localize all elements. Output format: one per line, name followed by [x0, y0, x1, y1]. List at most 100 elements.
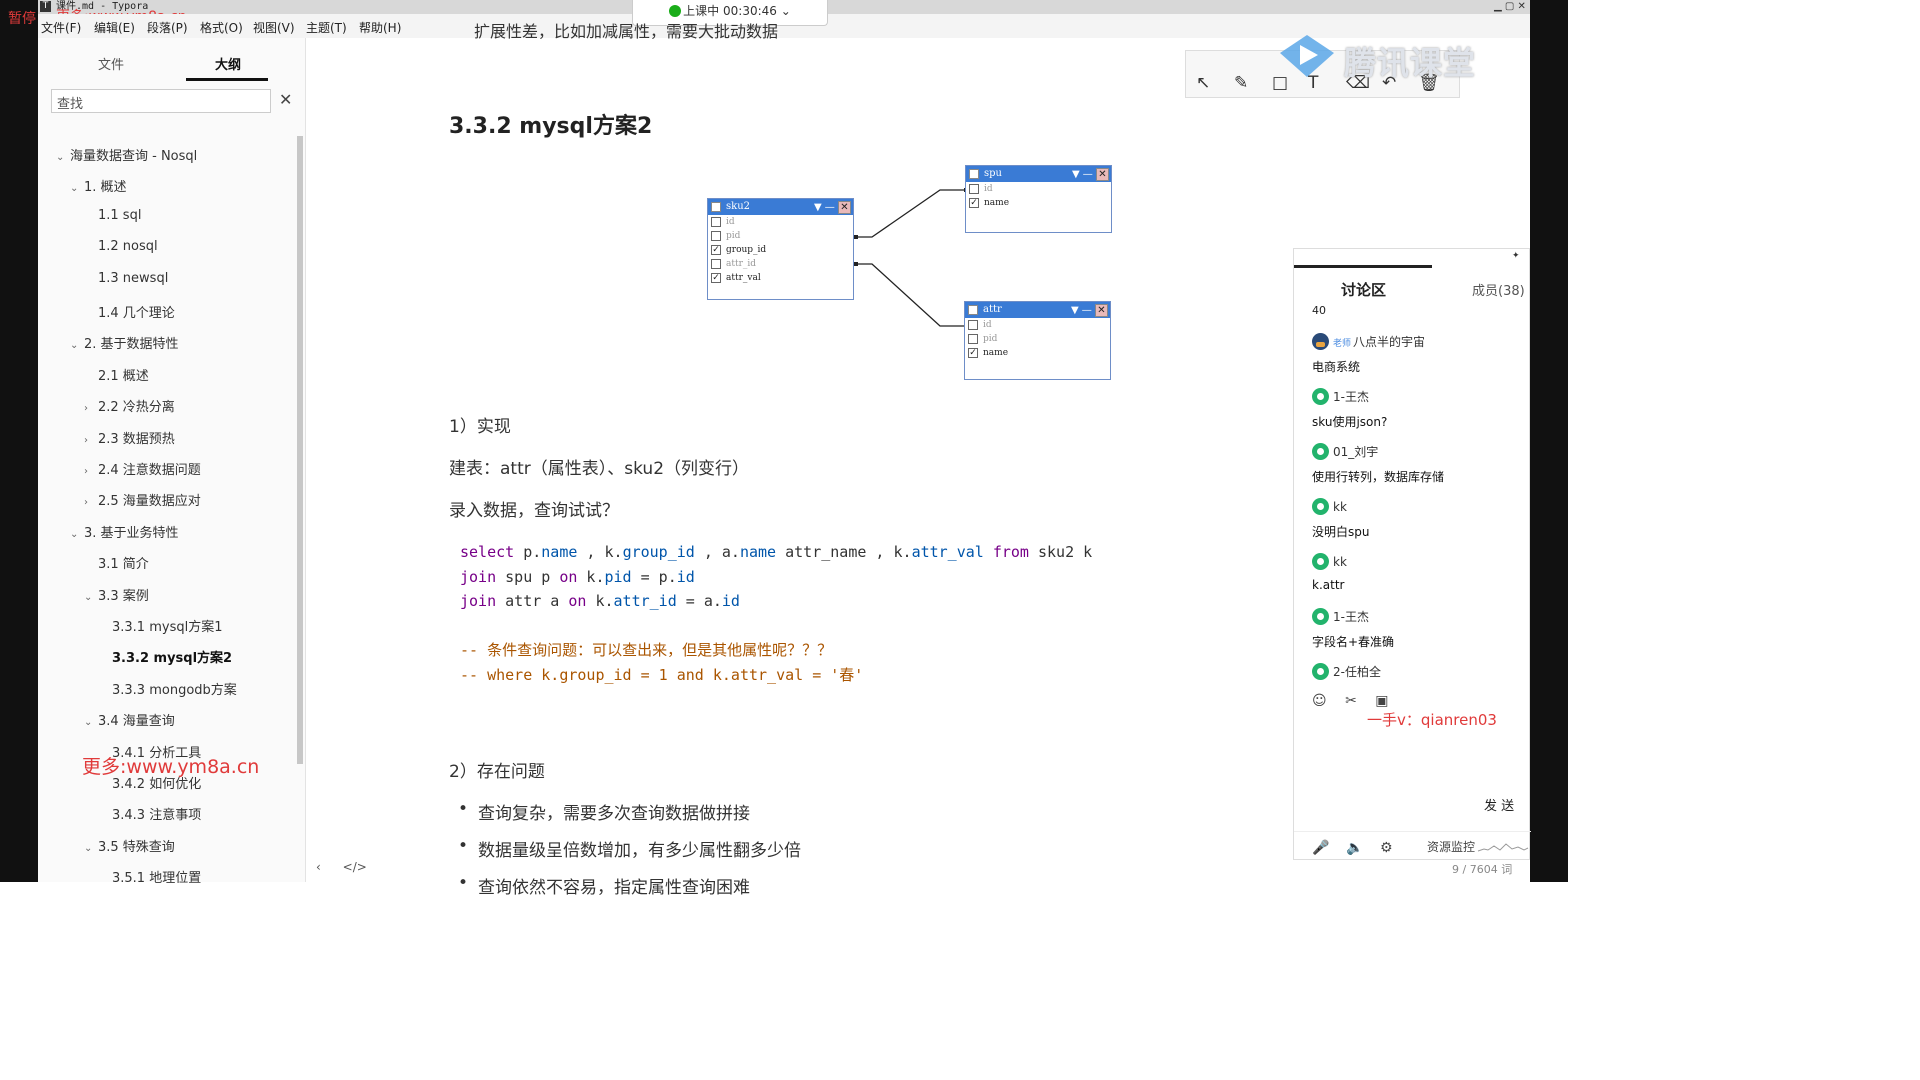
chevron-down-icon[interactable]: ⌄ — [70, 340, 79, 352]
chat-message-author[interactable]: 老师八点半的宇宙 — [1312, 333, 1425, 350]
outline-item[interactable]: ⌄1. 概述 — [70, 176, 127, 195]
chevron-down-icon[interactable]: ⌄ — [70, 528, 79, 540]
settings-icon[interactable]: ⚙ — [1380, 840, 1393, 856]
chevron-left-icon[interactable]: ‹ — [316, 860, 321, 874]
outline-item[interactable]: 1.2 nosql — [84, 239, 158, 254]
pen-icon[interactable]: ✎ — [1234, 73, 1249, 93]
pin-icon[interactable]: ✦ — [1512, 251, 1520, 261]
live-status-pill[interactable]: 上课中 00:30:46 ⌄ — [632, 0, 828, 26]
table-field[interactable]: pid — [965, 332, 1110, 346]
outline-item[interactable]: ⌄2. 基于数据特性 — [70, 333, 179, 352]
scissors-icon[interactable]: ✂ — [1345, 693, 1357, 709]
table-field[interactable]: id — [708, 215, 853, 229]
pointer-icon[interactable]: ↖ — [1196, 73, 1211, 93]
outline-item[interactable]: ›2.4 注意数据问题 — [84, 459, 201, 478]
checked-checkbox[interactable]: ✓ — [711, 245, 721, 255]
members-tab[interactable]: 成员(38) — [1472, 284, 1525, 299]
window-controls[interactable]: ▁ ▢ ✕ — [1494, 1, 1526, 12]
outline-item[interactable]: 3.3.2 mysql方案2 — [98, 647, 232, 666]
sql-code-block[interactable]: select p.name , k.group_id , a.name attr… — [460, 543, 1093, 684]
outline-item[interactable]: 3.3.3 mongodb方案 — [98, 679, 237, 698]
table-field[interactable]: ✓name — [965, 346, 1110, 360]
checked-checkbox[interactable]: ✓ — [711, 273, 721, 283]
tab-outline[interactable]: 大纲 — [215, 58, 242, 73]
outline-item[interactable]: 1.1 sql — [84, 208, 141, 223]
table-field[interactable]: pid — [708, 229, 853, 243]
table-field[interactable]: id — [966, 182, 1111, 196]
outline-search-input[interactable]: 查找 — [51, 89, 271, 113]
microphone-icon[interactable]: 🎤 — [1312, 840, 1330, 856]
table-field[interactable]: ✓attr_val — [708, 271, 853, 285]
unchecked-checkbox[interactable] — [968, 320, 978, 330]
outline-item[interactable]: ›2.5 海量数据应对 — [84, 490, 201, 509]
close-icon[interactable]: ✕ — [279, 90, 293, 109]
menu-format[interactable]: 格式(O) — [200, 21, 243, 35]
source-code-icon[interactable]: </> — [342, 860, 367, 874]
text-icon[interactable]: T — [1308, 73, 1319, 93]
undo-icon[interactable]: ↶ — [1382, 73, 1397, 93]
table-field[interactable]: attr_id — [708, 257, 853, 271]
outline-item[interactable]: 3.4.3 注意事项 — [98, 804, 201, 823]
trash-icon[interactable]: 🗑 — [1418, 73, 1440, 93]
chat-message-author[interactable]: kk — [1312, 553, 1347, 570]
table-field[interactable]: id — [965, 318, 1110, 332]
unchecked-checkbox[interactable] — [711, 231, 721, 241]
menu-theme[interactable]: 主题(T) — [306, 21, 347, 35]
outline-item[interactable]: 3.5.1 地理位置 — [98, 867, 201, 886]
menu-file[interactable]: 文件(F) — [41, 21, 82, 35]
outline-item[interactable]: 3.1 简介 — [84, 553, 149, 572]
checked-checkbox[interactable]: ✓ — [968, 348, 978, 358]
send-button[interactable]: 发 送 — [1484, 799, 1515, 814]
table-field[interactable]: ✓name — [966, 196, 1111, 210]
chevron-down-icon[interactable]: ⌄ — [84, 591, 93, 603]
speaker-icon[interactable]: 🔈 — [1346, 840, 1364, 856]
outline-item[interactable]: ⌄海量数据查询 - Nosql — [56, 145, 197, 164]
chevron-down-icon[interactable]: ⌄ — [84, 717, 93, 729]
checked-checkbox[interactable]: ✓ — [969, 198, 979, 208]
menu-edit[interactable]: 编辑(E) — [94, 21, 135, 35]
unchecked-checkbox[interactable] — [711, 259, 721, 269]
menu-help[interactable]: 帮助(H) — [359, 21, 402, 35]
chevron-right-icon[interactable]: › — [84, 466, 88, 477]
outline-item[interactable]: 1.3 newsql — [84, 271, 168, 286]
chat-message-author[interactable]: 1-王杰 — [1312, 608, 1369, 625]
table-field[interactable]: ✓group_id — [708, 243, 853, 257]
chevron-right-icon[interactable]: › — [84, 497, 88, 509]
chat-message-author[interactable]: 2-任柏全 — [1312, 663, 1381, 680]
emoji-icon[interactable]: ☺ — [1312, 693, 1327, 709]
outline-item[interactable]: 3.4.2 如何优化 — [98, 773, 201, 792]
unchecked-checkbox[interactable] — [969, 184, 979, 194]
outline-item[interactable]: 2.1 概述 — [84, 365, 149, 384]
image-icon[interactable]: ▣ — [1375, 693, 1389, 709]
outline-item[interactable]: ⌄3.4 海量查询 — [84, 710, 175, 729]
chevron-down-icon[interactable]: ⌄ — [70, 183, 79, 195]
table-spu[interactable]: spu▼ — ✕ id✓name — [965, 165, 1112, 233]
menu-view[interactable]: 视图(V) — [253, 21, 295, 35]
chat-message-author[interactable]: 1-王杰 — [1312, 388, 1369, 405]
eraser-icon[interactable]: ⌫ — [1346, 73, 1371, 93]
discussion-title[interactable]: 讨论区 — [1341, 281, 1387, 299]
outline-item[interactable]: ⌄3.5 特殊查询 — [84, 836, 175, 855]
outline-item[interactable]: ⌄3. 基于业务特性 — [70, 522, 179, 541]
chat-message-author[interactable]: 01_刘宇 — [1312, 443, 1378, 460]
sidebar-scrollbar[interactable] — [297, 136, 303, 764]
tab-files[interactable]: 文件 — [98, 58, 125, 73]
chevron-down-icon[interactable]: ⌄ — [84, 842, 93, 854]
menu-paragraph[interactable]: 段落(P) — [147, 21, 188, 35]
outline-item[interactable]: 1.4 几个理论 — [84, 302, 175, 321]
outline-item[interactable]: 3.4.1 分析工具 — [98, 742, 201, 761]
chevron-right-icon[interactable]: › — [84, 434, 88, 446]
outline-item[interactable]: ›2.3 数据预热 — [84, 428, 175, 447]
chevron-down-icon[interactable]: ⌄ — [56, 152, 65, 163]
outline-item[interactable]: ⌄3.3 案例 — [84, 585, 149, 604]
resource-monitor[interactable]: 资源监控 — [1427, 840, 1476, 854]
chat-message-author[interactable]: kk — [1312, 498, 1347, 515]
chevron-right-icon[interactable]: › — [84, 403, 88, 415]
unchecked-checkbox[interactable] — [968, 334, 978, 344]
outline-item[interactable]: 3.3.1 mysql方案1 — [98, 616, 222, 635]
unchecked-checkbox[interactable] — [711, 217, 721, 227]
outline-item[interactable]: ›2.2 冷热分离 — [84, 396, 175, 415]
shape-icon[interactable]: □ — [1272, 73, 1289, 93]
